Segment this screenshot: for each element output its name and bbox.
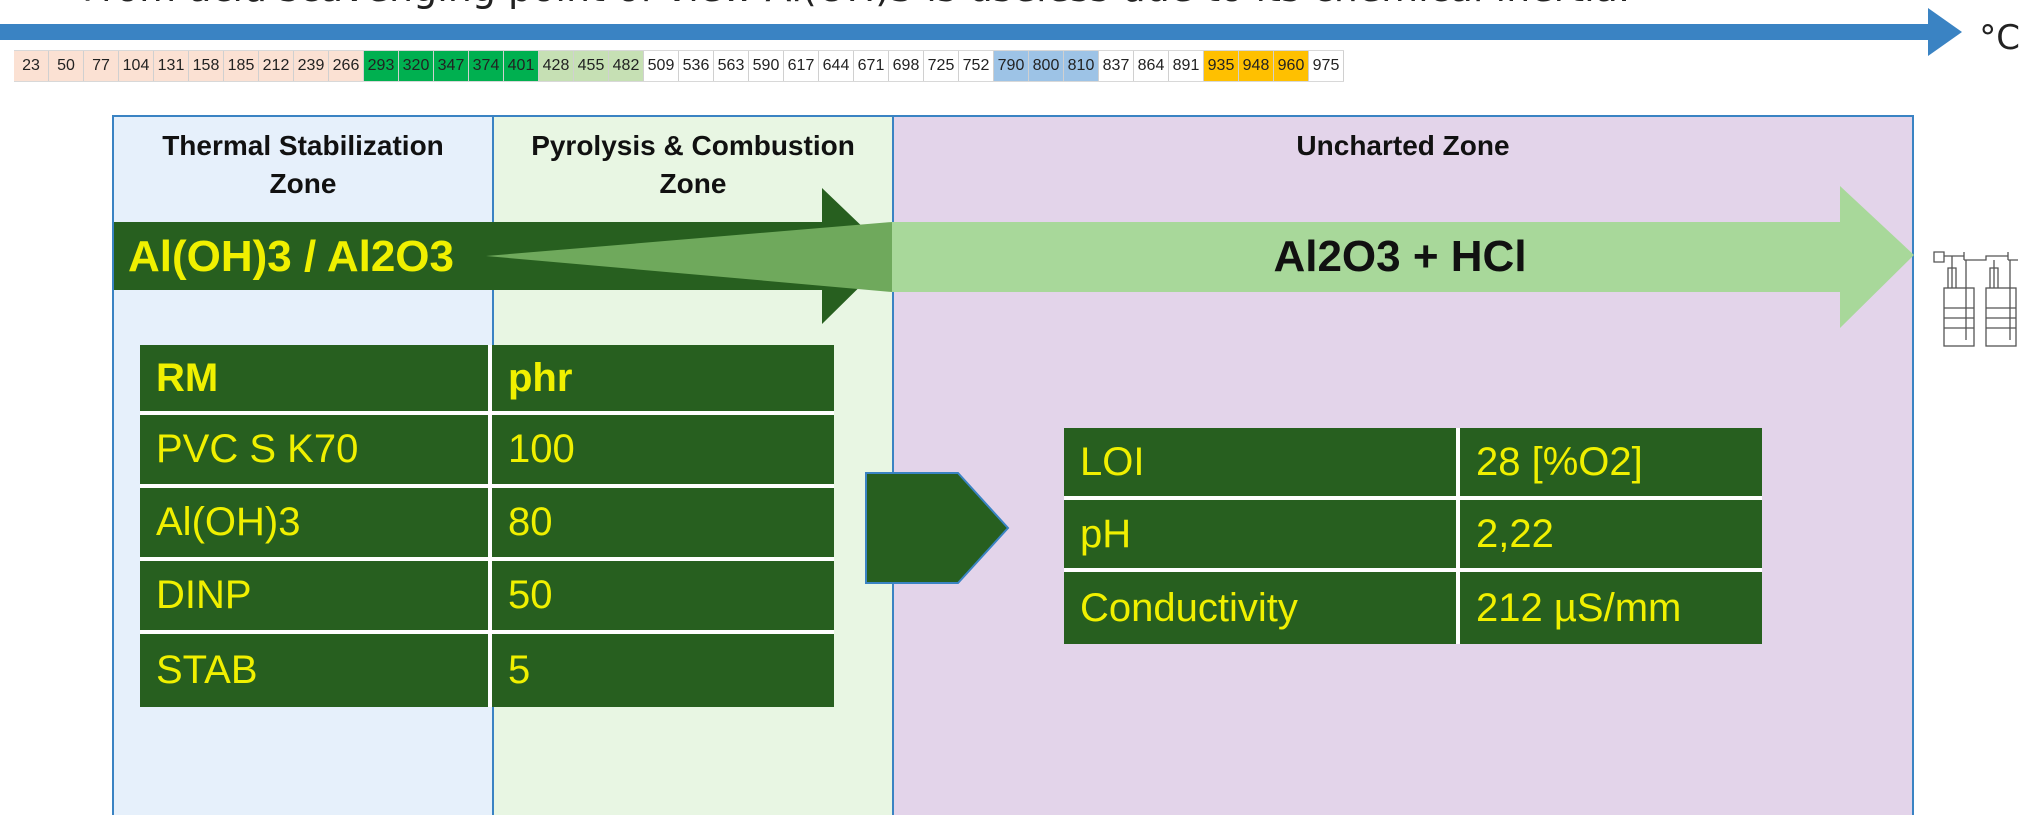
- scale-cell: 752: [959, 51, 994, 81]
- scale-cell: 935: [1204, 51, 1239, 81]
- zones-top-border: [112, 115, 1914, 117]
- headline: From acid scavenging point of view Al(OH…: [82, 0, 1630, 10]
- scale-cell: 455: [574, 51, 609, 81]
- table-row: pH 2,22: [1064, 500, 1762, 572]
- scale-cell: 104: [119, 51, 154, 81]
- table-row: DINP 50: [140, 561, 834, 634]
- value-cell: 212 µS/mm: [1460, 572, 1762, 644]
- scale-cell: 960: [1274, 51, 1309, 81]
- scale-cell: 23: [14, 51, 49, 81]
- scale-cell: 266: [329, 51, 364, 81]
- property-cell: pH: [1064, 500, 1460, 572]
- results-table: LOI 28 [%O2] pH 2,22 Conductivity 212 µS…: [1064, 428, 1762, 644]
- formulation-table: RM phr PVC S K70 100 Al(OH)3 80 DINP 50 …: [140, 345, 834, 707]
- header-cell: phr: [492, 345, 834, 415]
- arrow-label-right: Al2O3 + HCl: [1273, 232, 1527, 281]
- scale-cell: 590: [749, 51, 784, 81]
- scale-cell: 374: [469, 51, 504, 81]
- table-row: Al(OH)3 80: [140, 488, 834, 561]
- stack-arrow: [865, 472, 1010, 584]
- scale-cell: 482: [609, 51, 644, 81]
- phr-cell: 5: [492, 634, 834, 707]
- scale-cell: 948: [1239, 51, 1274, 81]
- scale-cell: 131: [154, 51, 189, 81]
- scale-cell: 864: [1134, 51, 1169, 81]
- table-row: STAB 5: [140, 634, 834, 707]
- scale-cell: 563: [714, 51, 749, 81]
- table-header-row: RM phr: [140, 345, 834, 415]
- scale-cell: 293: [364, 51, 399, 81]
- material-cell: DINP: [140, 561, 492, 634]
- scale-cell: 320: [399, 51, 434, 81]
- table-row: PVC S K70 100: [140, 415, 834, 488]
- scale-cell: 698: [889, 51, 924, 81]
- scale-cell: 891: [1169, 51, 1204, 81]
- property-cell: Conductivity: [1064, 572, 1460, 644]
- scale-cell: 401: [504, 51, 539, 81]
- scale-cell: 347: [434, 51, 469, 81]
- scale-cell: 239: [294, 51, 329, 81]
- scale-cell: 975: [1309, 51, 1344, 81]
- table-row: LOI 28 [%O2]: [1064, 428, 1762, 500]
- phr-cell: 50: [492, 561, 834, 634]
- scale-cell: 790: [994, 51, 1029, 81]
- scale-cell: 50: [49, 51, 84, 81]
- unit-label: °C: [1979, 18, 2020, 58]
- arrow-label-left: Al(OH)3 / Al2O3: [128, 232, 454, 281]
- light-green-arrow: [892, 186, 1914, 328]
- scale-cell: 428: [539, 51, 574, 81]
- scale-cell: 725: [924, 51, 959, 81]
- material-cell: Al(OH)3: [140, 488, 492, 561]
- scale-cell: 644: [819, 51, 854, 81]
- zone-title-thermal: Thermal Stabilization Zone: [162, 130, 444, 199]
- table-row: Conductivity 212 µS/mm: [1064, 572, 1762, 644]
- property-cell: LOI: [1064, 428, 1460, 500]
- scale-cell: 617: [784, 51, 819, 81]
- phr-cell: 80: [492, 488, 834, 561]
- material-cell: PVC S K70: [140, 415, 492, 488]
- scale-cell: 800: [1029, 51, 1064, 81]
- phr-cell: 100: [492, 415, 834, 488]
- scale-cell: 536: [679, 51, 714, 81]
- header-cell: RM: [140, 345, 492, 415]
- scale-cell: 837: [1099, 51, 1134, 81]
- scale-cell: 671: [854, 51, 889, 81]
- scale-cell: 158: [189, 51, 224, 81]
- temperature-axis-arrow: [0, 8, 1962, 56]
- scale-cell: 810: [1064, 51, 1099, 81]
- value-cell: 28 [%O2]: [1460, 428, 1762, 500]
- zone-title-pyrolysis: Pyrolysis & Combustion Zone: [531, 130, 855, 199]
- scale-cell: 212: [259, 51, 294, 81]
- material-cell: STAB: [140, 634, 492, 707]
- scale-cell: 185: [224, 51, 259, 81]
- value-cell: 2,22: [1460, 500, 1762, 572]
- zone-title-uncharted: Uncharted Zone: [1296, 130, 1510, 161]
- arrow-blend: [486, 222, 892, 292]
- gas-washing-bottles-icon: [1933, 251, 2018, 347]
- scale-cell: 509: [644, 51, 679, 81]
- scale-cell: 77: [84, 51, 119, 81]
